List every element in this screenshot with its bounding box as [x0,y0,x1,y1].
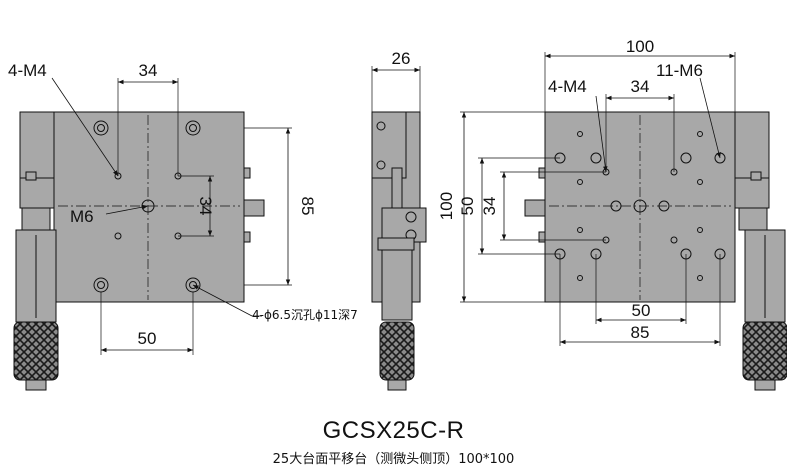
back-dim-top-outer: 100 [626,37,654,56]
back-holes [554,131,726,281]
side-micrometer-thimble [379,321,415,381]
front-label-m4: 4-M4 [8,61,47,80]
side-micrometer-barrel [381,249,413,321]
front-label-counterbore: 4-ϕ6.5沉孔ϕ11深7 [252,308,358,322]
front-side-block [19,177,55,209]
front-dim-bottom: 50 [138,329,157,348]
back-dim-top-inner: 34 [631,77,650,96]
back-dim-bottom-outer: 85 [631,323,650,342]
front-view [13,77,292,391]
back-label-m6: 11-M6 [656,61,703,80]
back-micrometer-thimble [742,321,787,381]
back-dim-left-mid: 50 [458,197,477,216]
front-dim-top: 34 [139,61,158,80]
back-dim-left-outer: 100 [437,192,456,220]
side-micrometer-block [381,207,427,243]
front-dim-right-outer: 85 [298,197,317,216]
front-left-block [19,111,55,179]
back-label-m4: 4-M4 [548,77,587,96]
back-dim-left-inner: 34 [480,197,499,216]
model-title: GCSX25C-R [322,417,465,444]
front-label-m6: M6 [70,207,94,226]
back-dim-bottom-inner: 50 [632,301,651,320]
side-dim-width: 26 [392,49,411,68]
front-main-body [53,111,245,303]
side-view [371,66,427,391]
micrometer-sleeve [21,207,51,231]
model-subtitle: 25大台面平移台（测微头侧顶）100*100 [272,452,515,467]
front-lock-screw [243,199,265,217]
back-right-block [734,111,770,179]
back-view [460,52,787,391]
back-lock-screw [524,199,546,217]
front-dim-right-inner: 34 [196,197,215,216]
micrometer-thimble [13,321,59,381]
